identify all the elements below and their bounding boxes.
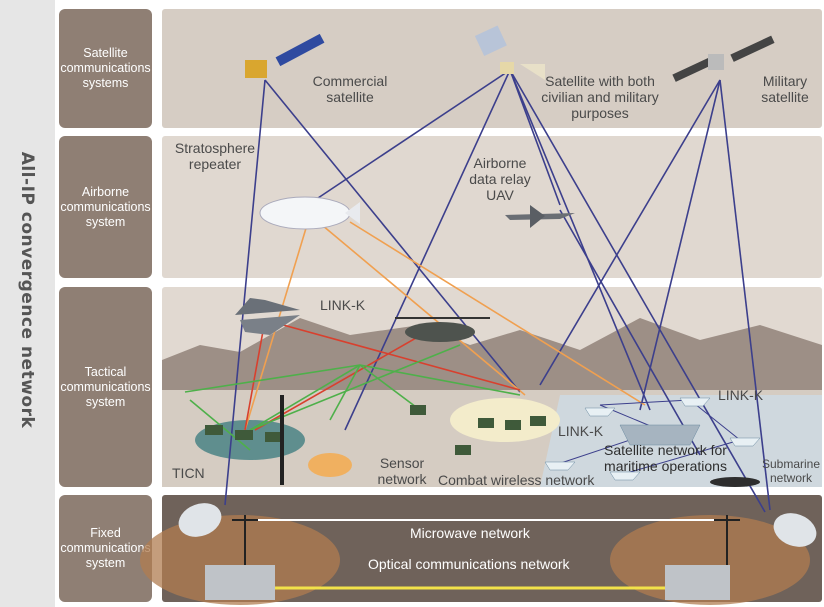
tower-right-icon <box>714 515 740 565</box>
label-military-satellite: Military satellite <box>761 73 809 105</box>
submarine-icon <box>710 477 760 487</box>
row-label-tactical: Tactical communications system <box>59 287 152 487</box>
commercial-satellite-icon <box>245 33 325 78</box>
label-optical: Optical communications network <box>368 556 570 572</box>
label-stratosphere-repeater: Stratosphere repeater <box>174 140 256 172</box>
label-submarine: Submarine network <box>761 457 821 485</box>
satellite-dish-right-icon <box>773 513 817 547</box>
label-link-k-3: LINK-K <box>558 423 604 439</box>
uav-icon <box>505 205 575 228</box>
tower-mast-icon <box>280 395 284 485</box>
label-airborne-uav: Airborne data relay UAV <box>469 155 531 203</box>
helicopter-icon <box>395 317 490 342</box>
ship-icons <box>544 397 761 481</box>
fixed-area-left <box>140 515 340 605</box>
sensor-disc <box>308 453 352 477</box>
sidebar: All-IP convergence network <box>0 0 55 607</box>
label-ticn: TICN <box>172 465 205 481</box>
fixed-area-right <box>610 515 810 605</box>
tower-left-icon <box>232 515 258 565</box>
vehicle-icons <box>205 405 546 455</box>
label-combat-wireless: Combat wireless network <box>438 472 595 488</box>
airship-icon <box>259 196 360 230</box>
row-label-airborne: Airborne communications system <box>59 136 152 278</box>
label-commercial-satellite: Commercial satellite <box>312 73 388 105</box>
building-right-icon <box>665 565 730 600</box>
row-label-fixed: Fixed communications system <box>59 495 152 602</box>
building-left-icon <box>205 565 275 600</box>
label-microwave: Microwave network <box>410 525 530 541</box>
fighter-jet-icon <box>235 298 300 335</box>
military-satellite-icon <box>672 35 775 82</box>
row-label-satellite: Satellite communications systems <box>59 9 152 128</box>
label-maritime: Satellite network for maritime operation… <box>604 442 727 474</box>
label-dual-satellite: Satellite with both civilian and militar… <box>541 73 659 121</box>
label-link-k-1: LINK-K <box>320 297 366 313</box>
label-sensor-network: Sensor network <box>377 455 427 487</box>
label-link-k-2: LINK-K <box>718 387 764 403</box>
satellite-dish-left-icon <box>178 503 222 537</box>
dual-satellite-icon <box>474 25 545 80</box>
